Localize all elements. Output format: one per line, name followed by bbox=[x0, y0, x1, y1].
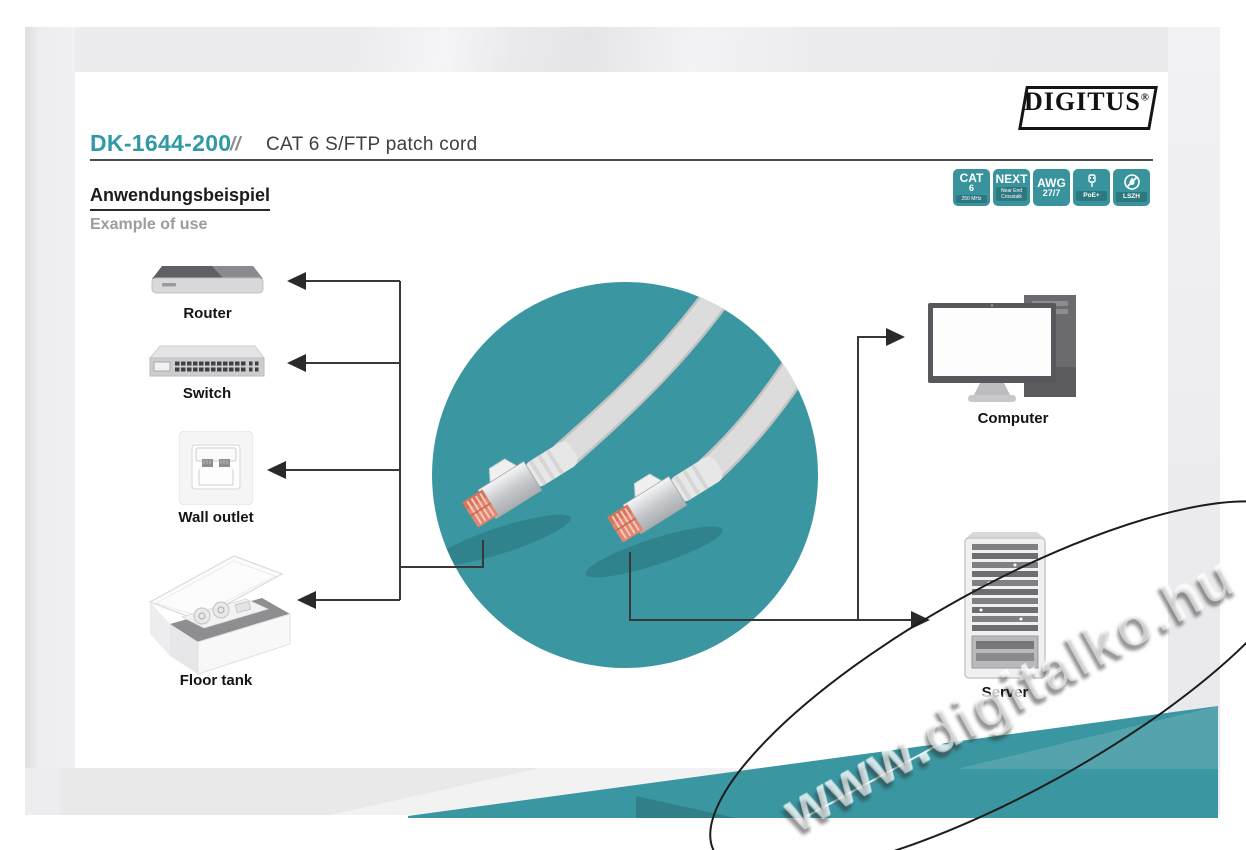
badge-next-sub-line1: Near End bbox=[1000, 188, 1023, 194]
badge-cat6: CAT 6 250 MHz bbox=[953, 169, 990, 206]
device-label-router: Router bbox=[183, 305, 232, 322]
connector-shadow bbox=[585, 526, 723, 578]
frame-left-band bbox=[25, 27, 75, 815]
badge-cat6-title: CAT bbox=[959, 170, 984, 185]
badge-lszh-label: LSZH bbox=[1116, 192, 1147, 202]
device-label-switch: Switch bbox=[182, 385, 232, 402]
badge-cat6-value: 6 bbox=[968, 182, 974, 193]
floor-tank-icon bbox=[148, 555, 291, 675]
badge-next-sub: Near End Crosstalk bbox=[996, 187, 1027, 201]
section-title-german: Anwendungsbeispiel bbox=[90, 185, 271, 211]
device-label-computer: Computer bbox=[977, 410, 1049, 427]
badge-awg-value: 27/7 bbox=[1042, 187, 1061, 198]
badge-lszh: LSZH bbox=[1113, 169, 1150, 206]
brand-logo: DIGITUS® bbox=[1018, 84, 1158, 130]
badge-next: NEXT Near End Crosstalk bbox=[993, 169, 1030, 206]
logo-wordmark: DIGITUS® bbox=[1018, 87, 1156, 117]
computer-icon bbox=[928, 295, 1076, 402]
connector-shadow bbox=[433, 514, 571, 566]
badge-poe-label: PoE+ bbox=[1076, 191, 1107, 201]
header-rule bbox=[90, 159, 1153, 161]
plug-icon bbox=[1087, 174, 1096, 187]
device-label-wall-outlet: Wall outlet bbox=[178, 509, 254, 526]
badge-awg-title: AWG bbox=[1037, 175, 1066, 190]
patch-cord-photo bbox=[433, 282, 818, 578]
frame-top-band bbox=[25, 27, 1220, 72]
badge-next-sub-line2: Crosstalk bbox=[1001, 194, 1022, 200]
badge-poe: PoE+ bbox=[1073, 169, 1110, 206]
badge-awg: AWG 27/7 bbox=[1033, 169, 1070, 206]
product-photo-circle bbox=[432, 282, 818, 668]
registered-mark: ® bbox=[1140, 91, 1151, 104]
product-code: DK-1644-200 bbox=[90, 130, 232, 156]
header-separator: // bbox=[230, 134, 241, 155]
product-name: CAT 6 S/FTP patch cord bbox=[266, 134, 478, 155]
cable-right bbox=[698, 309, 818, 482]
switch-ports bbox=[175, 361, 259, 372]
section-title-english: Example of use bbox=[90, 216, 208, 233]
frame-bottom-band bbox=[25, 768, 1220, 815]
cable-left bbox=[553, 282, 742, 467]
badge-cat6-sub: 250 MHz bbox=[956, 194, 987, 203]
frame-right-band bbox=[1168, 27, 1220, 815]
no-flame-icon bbox=[1123, 174, 1140, 190]
switch-icon bbox=[148, 345, 265, 377]
router-icon bbox=[151, 266, 264, 294]
badge-next-title: NEXT bbox=[995, 172, 1028, 186]
brand-name: DIGITUS bbox=[1023, 87, 1141, 116]
spec-badges: CAT 6 250 MHz NEXT Near End Crosstalk AW… bbox=[953, 169, 1150, 206]
device-label-floor-tank: Floor tank bbox=[179, 672, 253, 689]
wall-outlet-icon bbox=[179, 431, 253, 505]
